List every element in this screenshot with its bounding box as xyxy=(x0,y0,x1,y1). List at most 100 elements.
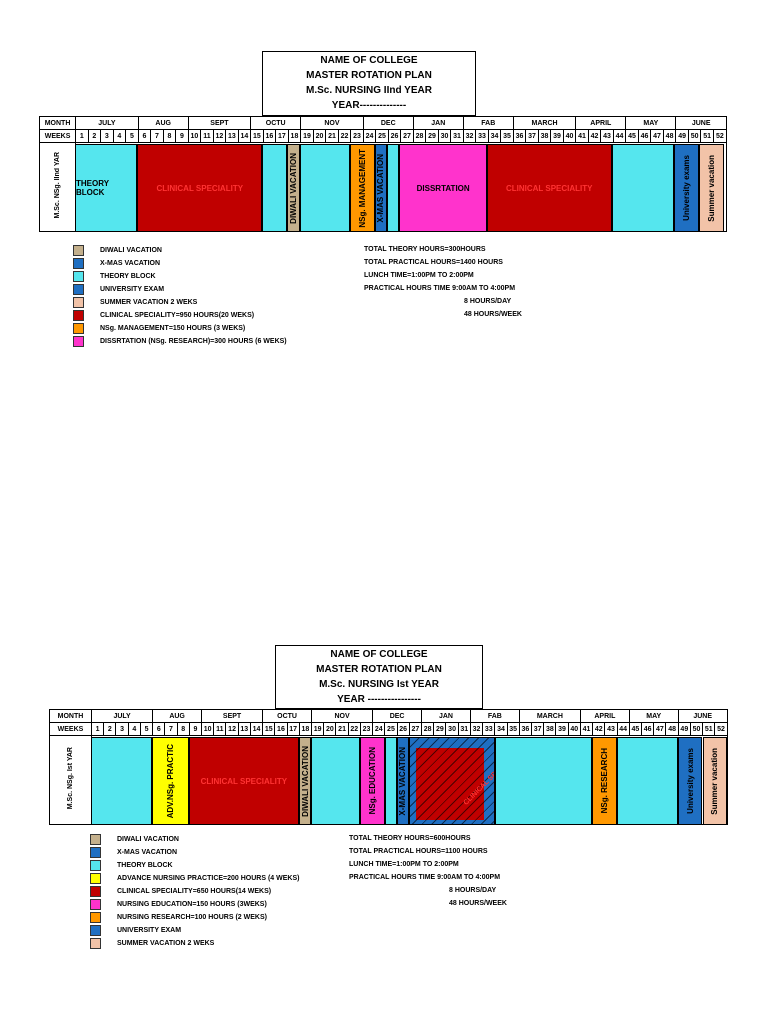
month-nov: NOV xyxy=(300,116,364,130)
week-23: 23 xyxy=(359,722,374,736)
legend-label: DIWALI VACATION xyxy=(117,836,179,843)
summer-vacation-block-label: Summer vacation xyxy=(710,747,720,815)
month-july: JULY xyxy=(75,116,139,130)
week-41: 41 xyxy=(579,722,594,736)
theory-block xyxy=(91,737,153,825)
week-28: 28 xyxy=(412,129,427,143)
legend-item: THEORY BLOCK xyxy=(90,859,299,872)
theory-gap xyxy=(384,737,397,825)
week-1: 1 xyxy=(90,722,105,736)
month-fab: FAB xyxy=(469,709,520,723)
theory-gap xyxy=(262,144,288,232)
legend-label: UNIVERSITY EXAM xyxy=(100,286,165,293)
legend-swatch xyxy=(90,873,101,884)
week-6: 6 xyxy=(152,722,166,736)
week-48: 48 xyxy=(662,129,677,143)
month-june: JUNE xyxy=(677,709,728,723)
month-sept: SEPT xyxy=(187,116,252,130)
legend-swatch xyxy=(90,847,101,858)
legend-label: X-MAS VACATION xyxy=(100,260,161,267)
month-octu: OCTU xyxy=(262,709,313,723)
month-aug: AUG xyxy=(137,116,189,130)
week-37: 37 xyxy=(525,129,539,143)
xmas-vacation-block-label: X-MAS VACATION xyxy=(398,746,408,816)
legend-swatch xyxy=(90,938,101,949)
week-12: 12 xyxy=(225,722,239,736)
month-april: APRIL xyxy=(575,116,627,130)
week-45: 45 xyxy=(625,129,639,143)
summer-vacation-block-label: Summer vacation xyxy=(706,154,716,222)
week-13: 13 xyxy=(225,129,239,143)
week-17: 17 xyxy=(286,722,300,736)
legend-item: UNIVERSITY EXAM xyxy=(73,283,287,296)
legend-label: DISSRTATION (NSg. RESEARCH)=300 HOURS (6… xyxy=(100,338,287,345)
legend-swatch xyxy=(73,271,84,282)
legend-swatch xyxy=(73,258,84,269)
clinical-speciality-block-label: CLINICAL SPECIALITY xyxy=(156,183,244,193)
university-exam-block-label: University exams xyxy=(685,748,695,814)
week-19: 19 xyxy=(300,129,314,143)
course-name: M.Sc. NURSING Ist YEAR xyxy=(319,679,439,690)
university-exam-block: University exams xyxy=(678,737,703,825)
theory-block-2 xyxy=(311,737,361,825)
weeks-header: WEEKS xyxy=(49,722,92,736)
month-may: MAY xyxy=(625,116,677,130)
theory-block: THEORY BLOCK xyxy=(75,144,138,232)
clinical-speciality-block: CLINICAL SPECIALITY xyxy=(188,737,299,825)
week-39: 39 xyxy=(550,129,564,143)
theory-block-4 xyxy=(616,737,679,825)
legend-label: UNIVERSITY EXAM xyxy=(117,927,182,934)
week-32: 32 xyxy=(462,129,477,143)
month-aug: AUG xyxy=(152,709,203,723)
clinical-speciality-block-2: CLINICAL SPECIALITY xyxy=(486,144,612,232)
info-line: PRACTICAL HOURS TIME 9:00AM TO 4:00PM xyxy=(364,285,516,292)
clinical-speciality-block: CLINICAL SPECIALITY xyxy=(137,144,263,232)
legend-label: NSg. MANAGEMENT=150 HOURS (3 WEKS) xyxy=(100,325,246,332)
legend-label: CLINICAL SPECIALITY=650 HOURS(14 WEKS) xyxy=(117,888,272,895)
info-line: 48 HOURS/WEEK xyxy=(464,311,522,318)
clinical-speciality-block-2: CLINICAL SPECIALITY xyxy=(408,737,495,825)
legend-item: CLINICAL SPECIALITY=950 HOURS(20 WEKS) xyxy=(73,309,287,322)
row-label: M.Sc. NSg. IInd YAR xyxy=(54,151,62,219)
week-23: 23 xyxy=(350,129,364,143)
course-name: M.Sc. NURSING IInd YEAR xyxy=(306,85,432,96)
week-40: 40 xyxy=(562,129,577,143)
week-16: 16 xyxy=(274,722,288,736)
week-8: 8 xyxy=(162,129,177,143)
week-1: 1 xyxy=(75,129,89,143)
week-22: 22 xyxy=(337,129,352,143)
week-21: 21 xyxy=(325,129,339,143)
legend-swatch xyxy=(73,323,84,334)
week-44: 44 xyxy=(612,129,627,143)
legend-item: NURSING RESEARCH=100 HOURS (2 WEKS) xyxy=(90,911,299,924)
week-42: 42 xyxy=(592,722,606,736)
week-38: 38 xyxy=(543,722,557,736)
week-45: 45 xyxy=(628,722,643,736)
plan-title-box: NAME OF COLLEGE MASTER ROTATION PLAN M.S… xyxy=(262,51,476,116)
legend-swatch xyxy=(90,912,101,923)
dissertation-block: DISSRTATION xyxy=(399,144,487,232)
info-line: PRACTICAL HOURS TIME 9:00AM TO 4:00PM xyxy=(349,874,501,881)
week-49: 49 xyxy=(677,722,691,736)
year-line: YEAR ---------------- xyxy=(337,694,421,705)
university-exam-block-label: University exams xyxy=(682,155,691,221)
month-jan: JAN xyxy=(412,116,464,130)
college-name: NAME OF COLLEGE xyxy=(320,55,418,66)
plan-title-box: NAME OF COLLEGE MASTER ROTATION PLAN M.S… xyxy=(275,645,483,709)
week-36: 36 xyxy=(518,722,533,736)
week-9: 9 xyxy=(175,129,189,143)
xmas-vacation-block: X-MAS VACATION xyxy=(374,144,387,232)
week-4: 4 xyxy=(112,129,127,143)
week-50: 50 xyxy=(689,722,704,736)
info-line: 8 HOURS/DAY xyxy=(449,887,497,894)
month-header: MONTH xyxy=(49,709,92,723)
week-17: 17 xyxy=(275,129,289,143)
week-33: 33 xyxy=(482,722,496,736)
legend-item: DIWALI VACATION xyxy=(73,244,287,257)
week-8: 8 xyxy=(176,722,190,736)
info-line: TOTAL PRACTICAL HOURS=1400 HOURS xyxy=(364,259,503,266)
